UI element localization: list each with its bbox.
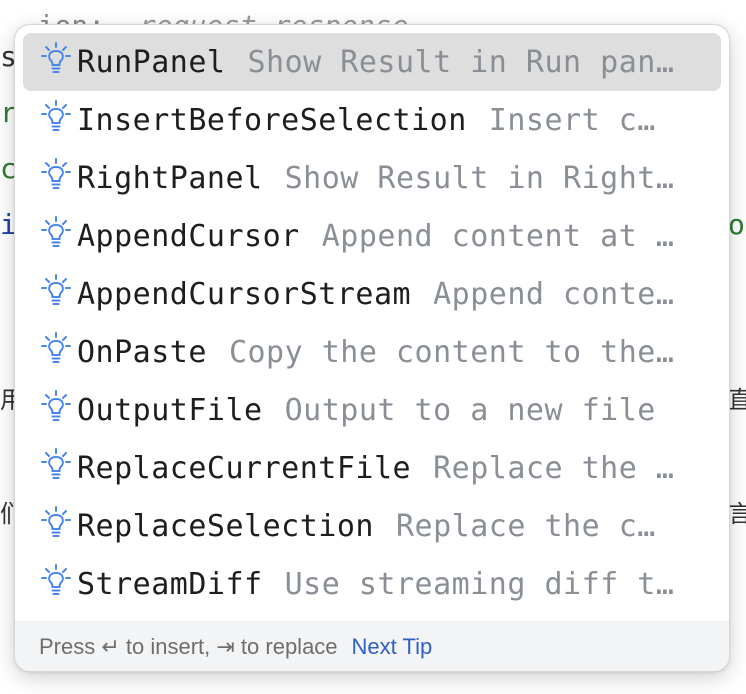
completion-item-name: AppendCursorStream [77,276,412,312]
completion-item-name: ReplaceSelection [77,508,374,544]
completion-item-name: StreamDiff [77,566,263,602]
completion-item-description: Replace the c… [395,508,656,544]
lightbulb-icon [41,445,77,485]
completion-item-name: OnPaste [77,334,207,370]
completion-item-name: AppendCursor [77,218,300,254]
completion-item-description: Show Result in Right… [284,160,675,196]
lightbulb-icon [41,387,77,427]
editor-fragment: 言 [728,500,746,528]
completion-item-description: Append content at … [321,218,675,254]
completion-item[interactable]: StreamDiff Use streaming diff t… [23,555,721,613]
popup-footer: Press ↵ to insert, ⇥ to replace Next Tip [15,621,729,671]
completion-item-description: Append conte… [433,276,675,312]
lightbulb-icon [41,213,77,253]
completion-item-description: Replace the … [433,450,675,486]
lightbulb-icon [41,97,77,137]
editor-fragment: s [0,40,17,73]
completion-list: RunPanel Show Result in Run pan… InsertB… [15,33,729,613]
editor-fragment: 直 [728,386,746,414]
completion-item-name: RightPanel [77,160,263,196]
completion-item-description: Insert c… [488,102,656,138]
completion-item-description: Show Result in Run pan… [247,44,675,80]
completion-item[interactable]: AppendCursorStream Append conte… [23,265,721,323]
editor-fragment: i [0,208,17,241]
editor-fragment: c [0,152,17,185]
completion-item[interactable]: RunPanel Show Result in Run pan… [23,33,721,91]
completion-item[interactable]: OnPaste Copy the content to the… [23,323,721,381]
editor-fragment: o [728,208,745,241]
completion-item-description: Copy the content to the… [228,334,675,370]
completion-popup: RunPanel Show Result in Run pan… InsertB… [14,24,730,672]
completion-item[interactable]: ReplaceSelection Replace the c… [23,497,721,555]
lightbulb-icon [41,271,77,311]
lightbulb-icon [41,39,77,79]
lightbulb-icon [41,155,77,195]
lightbulb-icon [41,329,77,369]
lightbulb-icon [41,503,77,543]
editor-fragment: r [0,96,17,129]
completion-item[interactable]: ReplaceCurrentFile Replace the … [23,439,721,497]
completion-item[interactable]: OutputFile Output to a new file [23,381,721,439]
completion-item[interactable]: AppendCursor Append content at … [23,207,721,265]
completion-item-name: ReplaceCurrentFile [77,450,412,486]
completion-item-name: OutputFile [77,392,263,428]
lightbulb-icon [41,561,77,601]
completion-item[interactable]: RightPanel Show Result in Right… [23,149,721,207]
completion-item[interactable]: InsertBeforeSelection Insert c… [23,91,721,149]
footer-hint: Press ↵ to insert, ⇥ to replace [39,633,338,659]
completion-item-name: InsertBeforeSelection [77,102,467,138]
completion-item-description: Output to a new file [284,392,656,428]
completion-item-name: RunPanel [77,44,226,80]
completion-item-description: Use streaming diff t… [284,566,675,602]
next-tip-link[interactable]: Next Tip [351,633,433,659]
